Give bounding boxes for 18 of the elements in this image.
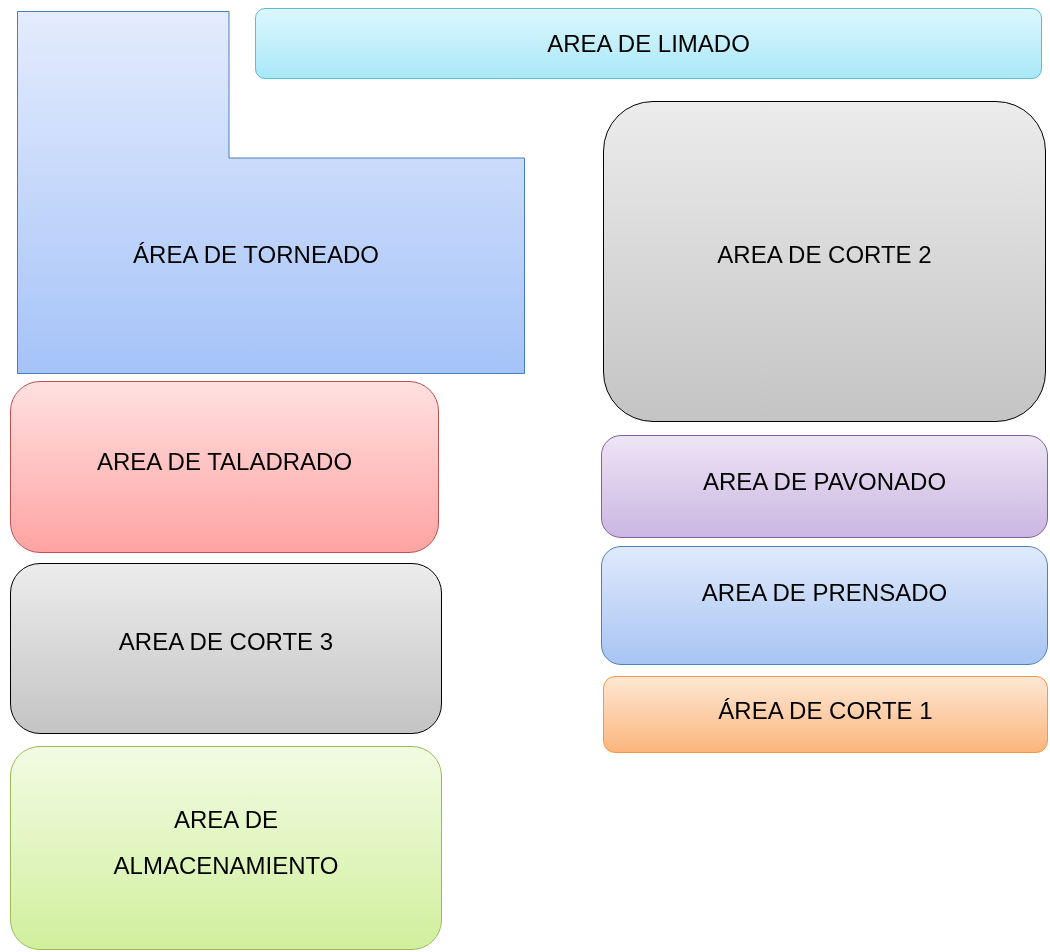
- area-label: AREA DE CORTE 2: [717, 240, 932, 270]
- area-zone: [10, 746, 442, 950]
- area-zone: [255, 8, 1042, 79]
- area-zone: [603, 101, 1046, 422]
- area-zone: [603, 676, 1048, 753]
- area-label: AREA DE ALMACENAMIENTO: [112, 805, 340, 881]
- area-zone: [17, 11, 525, 374]
- area-label: AREA DE LIMADO: [547, 28, 750, 59]
- area-label: AREA DE CORTE 3: [118, 627, 334, 657]
- area-label: ÁREA DE CORTE 1: [718, 696, 933, 726]
- area-label: AREA DE PRENSADO: [701, 578, 948, 608]
- area-label: AREA DE PAVONADO: [702, 467, 947, 497]
- area-label: ÁREA DE TORNEADO: [133, 240, 379, 270]
- area-label: AREA DE TALADRADO: [96, 447, 353, 477]
- area-zone: [601, 435, 1048, 538]
- area-zone: [601, 546, 1048, 665]
- area-zone: [10, 563, 442, 734]
- area-zone: [10, 381, 439, 553]
